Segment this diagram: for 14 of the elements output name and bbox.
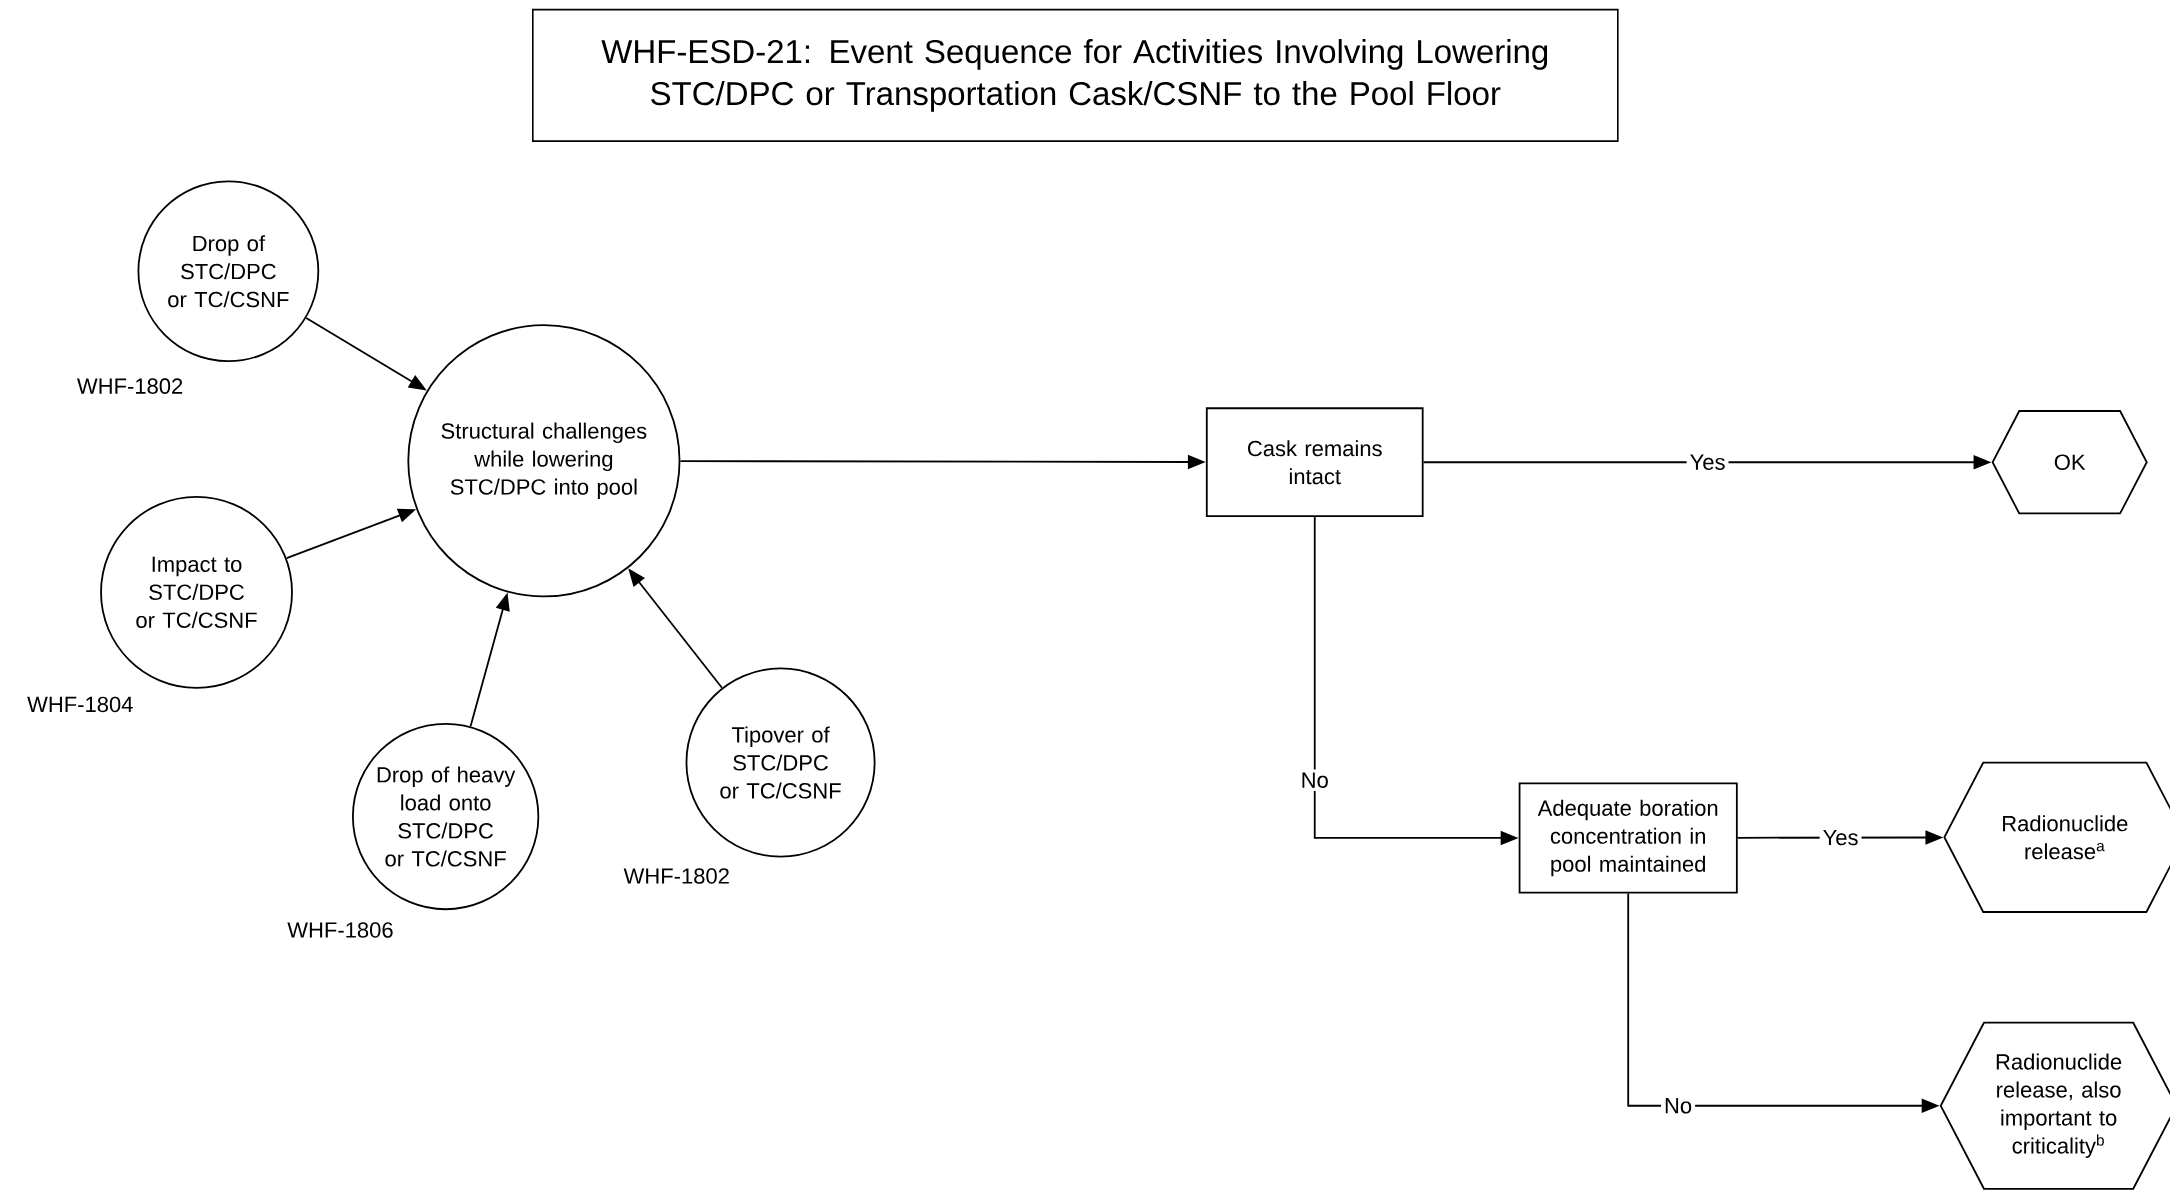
decision-box: Adequate boration concentration in pool maintained — [1518, 782, 1738, 894]
event-id: WHF-1804 — [27, 696, 133, 713]
edge-label: Yes — [1686, 451, 1729, 474]
event-id: WHF-1802 — [77, 378, 183, 395]
edge-label: Yes — [1819, 827, 1862, 849]
end-state-hexagon: OK — [1991, 410, 2148, 515]
end-state-hexagon: Radionuclide release, also important to criticality$^{b}$ — [1939, 1022, 2170, 1190]
end-state-hexagon: Radionuclide release$^{a}$ — [1943, 761, 2170, 914]
edge-label: No — [1661, 1095, 1696, 1117]
edge-label: No — [1297, 769, 1332, 792]
decision-box: Cask remains intact — [1205, 407, 1424, 518]
event-id: WHF-1802 — [623, 868, 729, 885]
title-box: WHF-ESD-21: Event Sequence for Activities Involving Lowering STC/DPC or Transportation Cask/CSNF to the Pool Floor — [532, 9, 1619, 143]
event-id: WHF-1806 — [287, 922, 393, 938]
